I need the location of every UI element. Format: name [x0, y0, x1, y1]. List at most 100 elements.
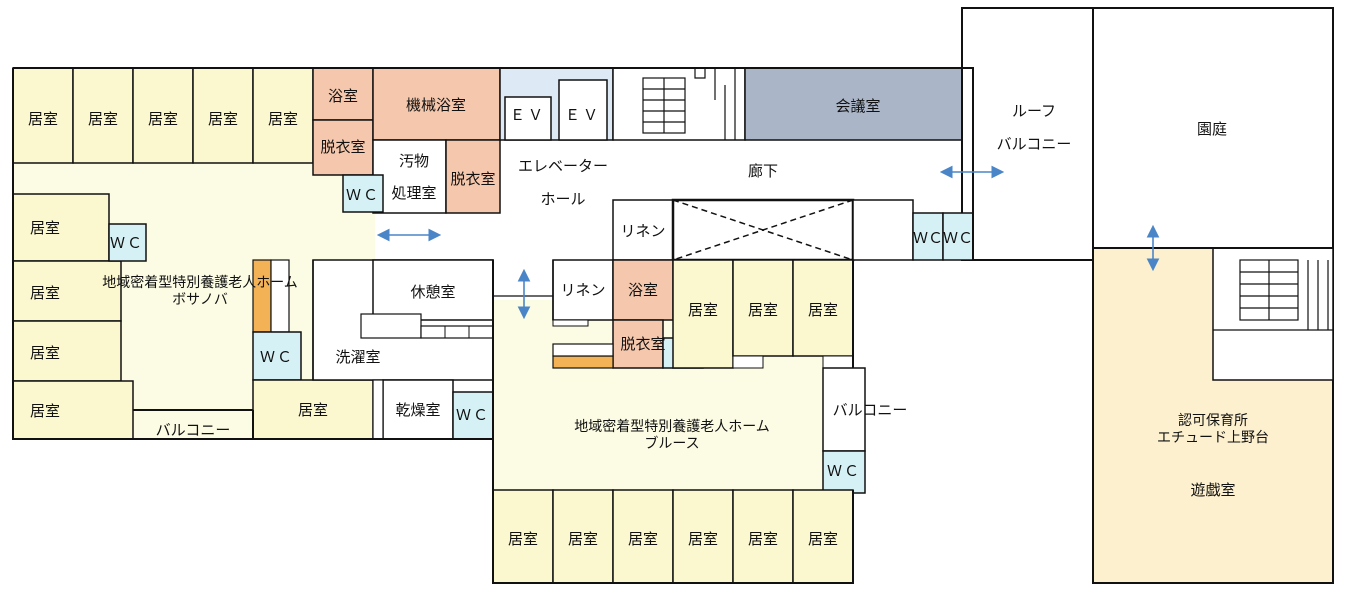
wc-box — [942, 212, 974, 261]
blues-name-2: ブルース — [644, 435, 699, 452]
room-cell — [672, 489, 734, 584]
room-label: 居室 — [208, 110, 238, 128]
wc-label: ＷＣ — [827, 462, 861, 480]
garden-label: 園庭 — [1197, 120, 1227, 138]
wc-box — [108, 223, 147, 262]
room-label: 居室 — [148, 110, 178, 128]
play-room-label: 遊戯室 — [1190, 481, 1235, 499]
balcony-label: バルコニー — [156, 421, 231, 439]
ev-label: ＥＶ — [565, 106, 601, 124]
dirty-utility-label-2: 処理室 — [391, 184, 436, 202]
linen-room-2 — [552, 259, 614, 321]
undress-label: 脱衣室 — [320, 138, 365, 156]
counter — [420, 325, 494, 339]
room-label: 居室 — [30, 284, 60, 302]
roof-balcony — [961, 7, 1094, 261]
white-strip — [270, 259, 290, 333]
machine-bath-room — [372, 67, 501, 141]
room-label: 居室 — [808, 301, 838, 319]
counter — [360, 313, 422, 339]
room-cell — [132, 67, 194, 164]
nursery-name-2: エチュード上野台 — [1157, 430, 1269, 446]
linen-label: リネン — [620, 222, 665, 240]
room-label: 居室 — [28, 110, 58, 128]
undress-label: 脱衣室 — [450, 170, 495, 188]
bath-label: 浴室 — [328, 87, 358, 105]
room-cell — [12, 193, 110, 262]
service-room — [852, 199, 914, 261]
room-cell — [792, 259, 854, 357]
room-cell — [492, 489, 554, 584]
room-label: 居室 — [30, 402, 60, 420]
rest-label: 休憩室 — [410, 283, 455, 301]
laundry-label: 洗濯室 — [335, 348, 380, 366]
bath-label: 浴室 — [628, 281, 658, 299]
wc-box — [342, 174, 384, 213]
blues-bottom-rooms — [492, 489, 854, 584]
dirty-utility-room — [372, 139, 447, 214]
elevator-hall-label-1: エレベーター — [518, 157, 608, 175]
room-label: 居室 — [568, 530, 598, 548]
white-strip — [552, 343, 614, 357]
linen-counter — [552, 319, 589, 327]
wc-label: ＷＣ — [346, 186, 380, 204]
room-label: 居室 — [508, 530, 538, 548]
room-label: 居室 — [748, 530, 778, 548]
meeting-label: 会議室 — [835, 97, 880, 115]
nursery-name-1: 認可保育所 — [1178, 413, 1248, 429]
circulation-arrows — [376, 165, 1160, 320]
room-label: 居室 — [298, 401, 328, 419]
room-label: 居室 — [688, 530, 718, 548]
room-label: 居室 — [688, 301, 718, 319]
room-label: 居室 — [748, 301, 778, 319]
garden — [1092, 7, 1334, 249]
wc-box — [822, 450, 866, 494]
outer-walls — [12, 67, 974, 584]
room-label: 居室 — [268, 110, 298, 128]
bath-room — [612, 259, 674, 321]
room-cell — [732, 489, 794, 584]
elevator-hall-label-2: ホール — [540, 190, 585, 208]
orange-strip — [252, 259, 272, 333]
room-cell — [732, 259, 794, 357]
meeting-room — [744, 67, 974, 141]
nursery-stair — [1213, 259, 1333, 331]
room-label: 居室 — [88, 110, 118, 128]
rest-room — [372, 259, 494, 321]
room-cell — [12, 380, 134, 440]
wc-box — [912, 212, 944, 261]
balcony-right — [822, 367, 866, 452]
nursery-stair-area — [1212, 247, 1334, 381]
corridor-label: 廊下 — [748, 162, 778, 180]
elevator-shaft — [504, 96, 552, 141]
room-label: 居室 — [30, 344, 60, 362]
orange-strip — [552, 355, 614, 369]
wc-label: ＷＣ — [456, 406, 490, 424]
dirty-utility-label-1: 汚物 — [399, 152, 429, 170]
undress-room-left — [312, 119, 374, 176]
elevator-shaft — [558, 79, 608, 141]
posanova-name-1: 地域密着型特別養護老人ホーム — [102, 274, 298, 291]
dryer-label: 乾燥室 — [395, 401, 440, 419]
dryer-room — [382, 379, 454, 440]
undress-label: 脱衣室 — [620, 335, 665, 353]
blues-upper-rooms — [672, 259, 854, 369]
linen-label: リネン — [560, 281, 605, 299]
wc-label: ＷＣ — [110, 234, 144, 252]
stairwell-top — [612, 67, 746, 141]
ev-label: ＥＶ — [510, 106, 546, 124]
blues-name-1: 地域密着型特別養護老人ホーム — [574, 418, 770, 435]
undress-room-right — [445, 139, 501, 214]
machine-bath-label: 機械浴室 — [406, 96, 466, 114]
roof-label-2: バルコニー — [997, 135, 1072, 153]
posanova-top-rooms — [12, 67, 314, 164]
posanova-name-2: ボサノバ — [172, 292, 228, 308]
room-label: 居室 — [30, 219, 60, 237]
dryer-divider — [372, 379, 384, 440]
room-cell — [252, 67, 314, 164]
room-label: 居室 — [808, 530, 838, 548]
room-labels: 居室 居室 居室 居室 居室 浴室 脱衣室 機械浴室 ＥＶ ＥＶ 会議室 汚物 … — [28, 87, 1269, 548]
room-label: 居室 — [628, 530, 658, 548]
wcwc-label: ＷＣＷＣ — [913, 229, 973, 247]
